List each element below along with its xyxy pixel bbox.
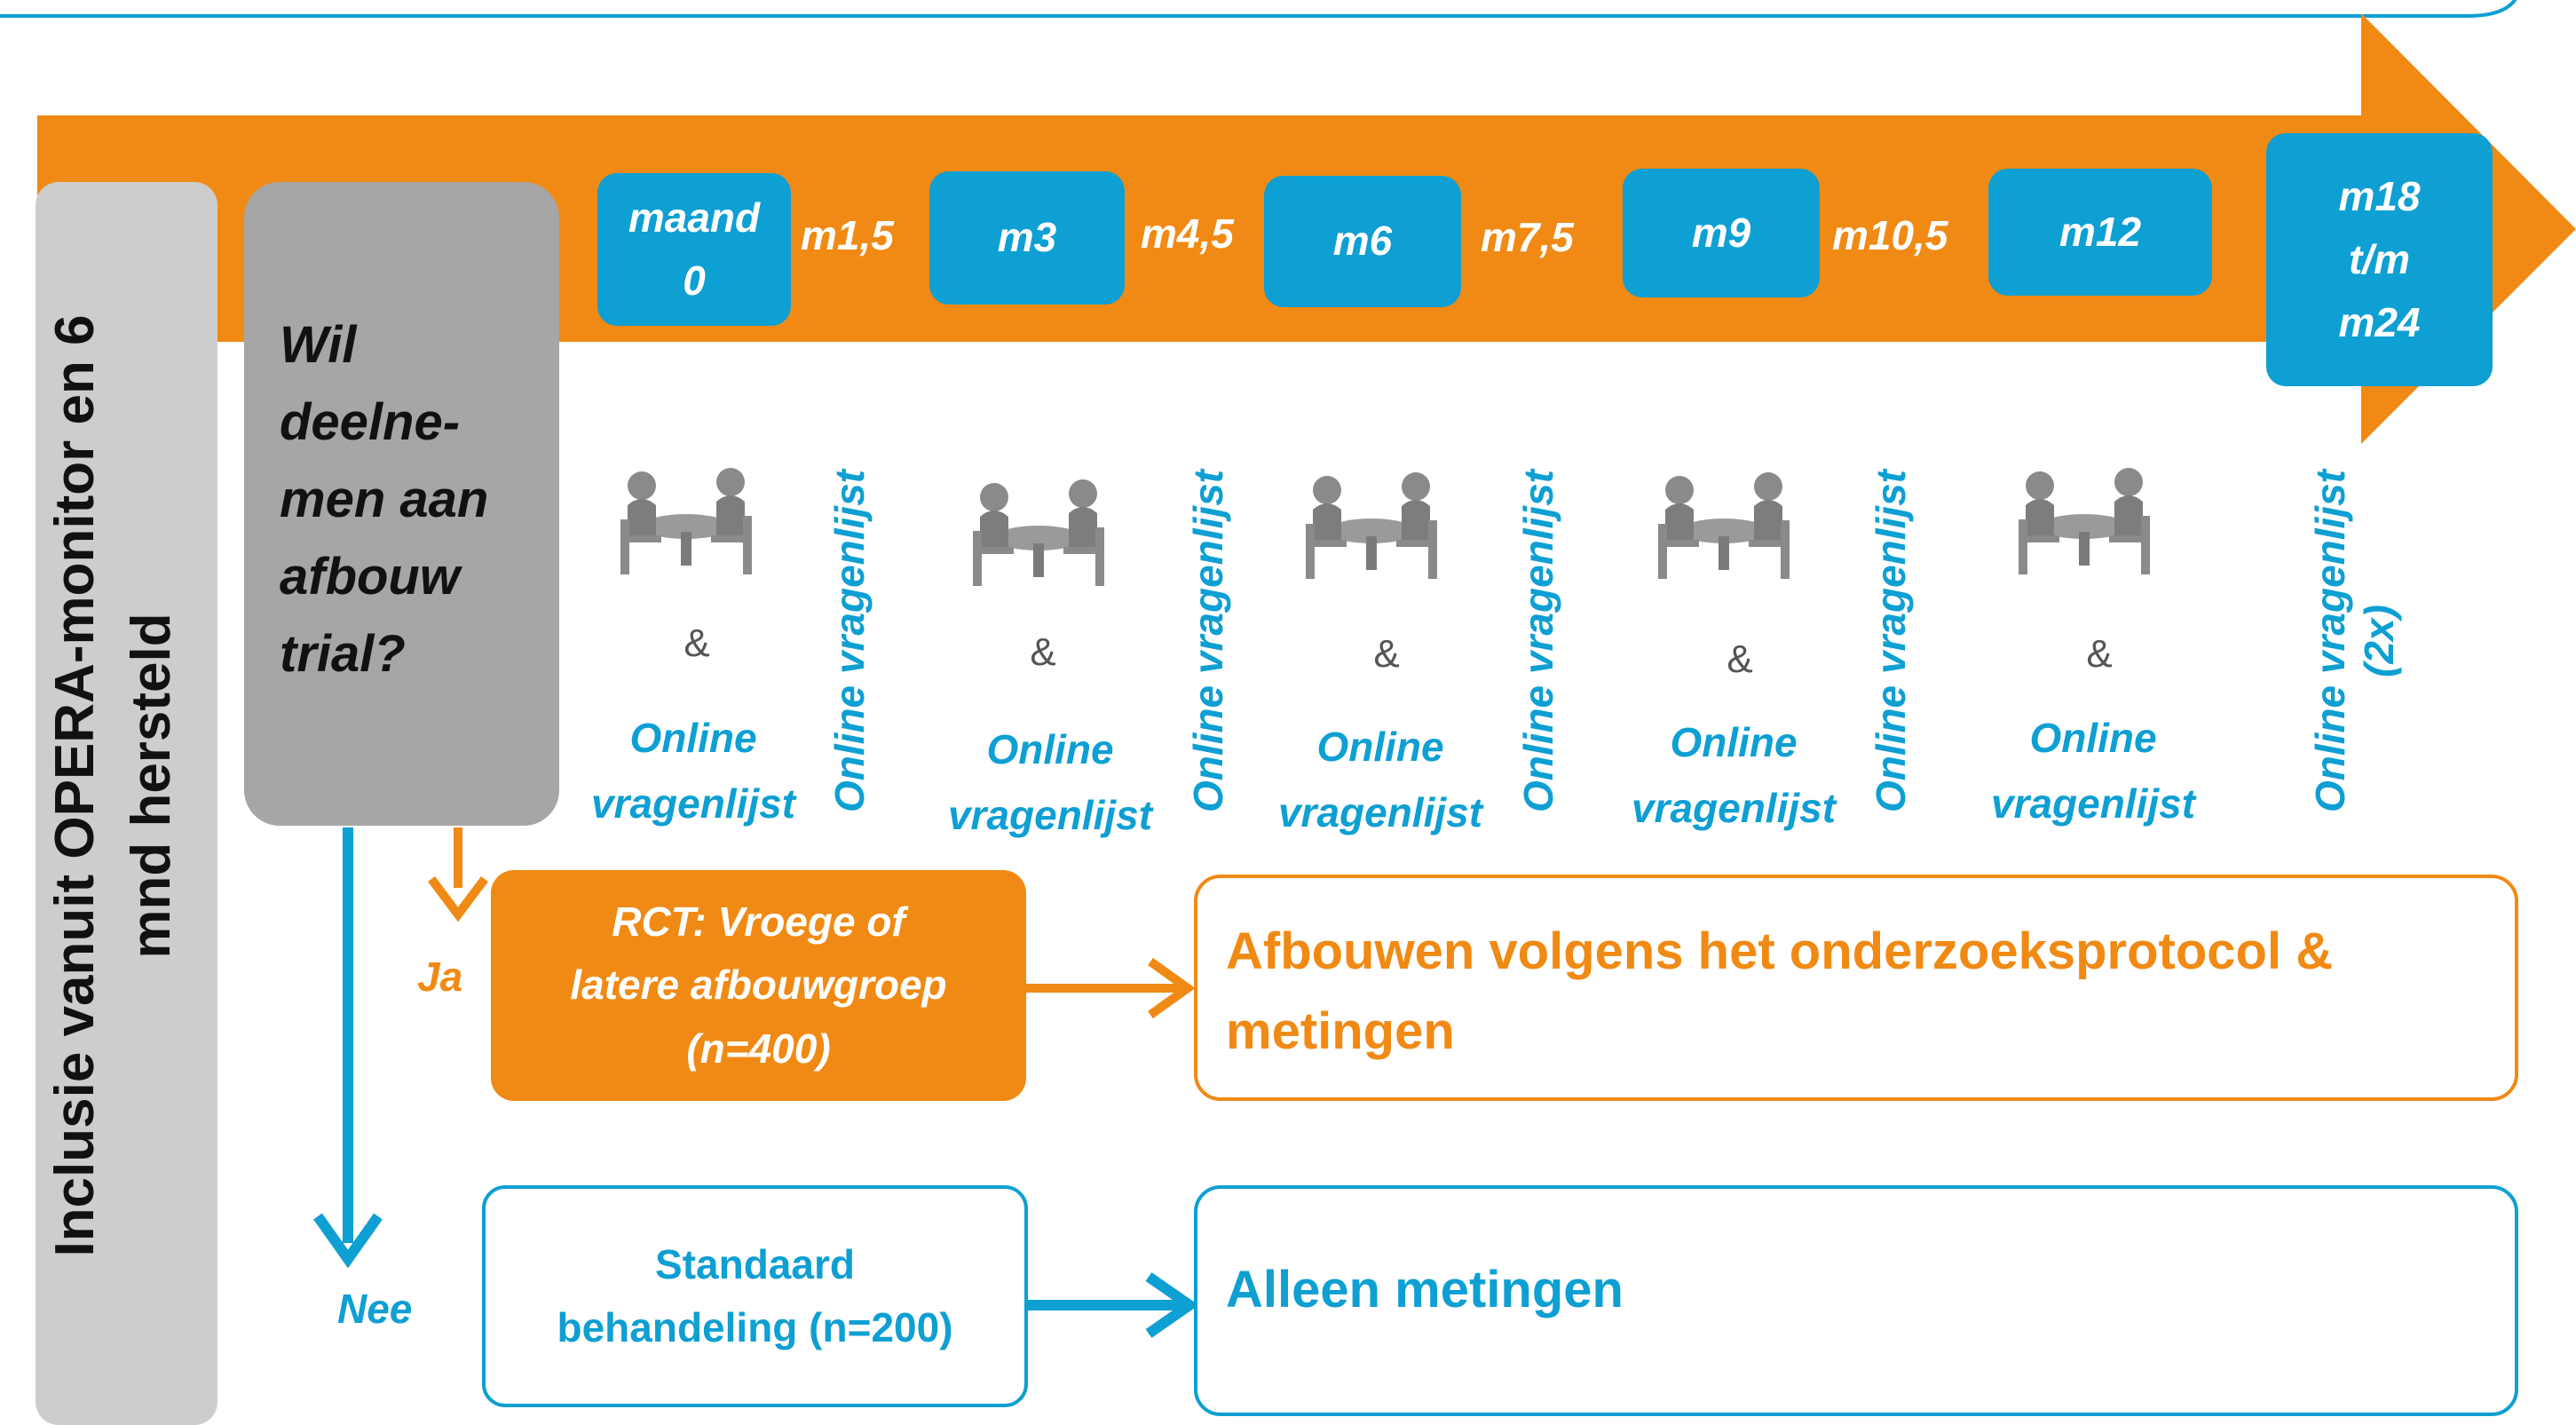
questionnaire-line: vragenlijst (947, 791, 1153, 838)
standard-line: Standaard (655, 1240, 855, 1287)
question-line: Wil (280, 316, 357, 374)
rct-line: latere afbouwgroep (570, 962, 947, 1009)
questionnaire-vertical-label: Online vragenlijst (1868, 470, 1914, 812)
half-month-label: m4,5 (1141, 210, 1234, 257)
month-label: m3 (997, 214, 1057, 261)
month-label: m24 (2338, 299, 2421, 346)
ja-arrow-head (428, 876, 488, 922)
result-standard-box: Alleen metingen (1194, 1185, 2518, 1416)
questionnaire-vertical-label: Online vragenlijst (1185, 470, 1231, 812)
result-standard-text: Alleen metingen (1226, 1261, 1624, 1318)
questionnaire-label: Online vragenlijst (575, 706, 811, 836)
top-box-outline (0, 0, 2517, 19)
question-box (244, 182, 559, 826)
question-line: trial? (280, 625, 406, 683)
month-label: m9 (1691, 209, 1751, 256)
questionnaire-label: Online vragenlijst (932, 717, 1168, 848)
questionnaire-line: Online (2029, 715, 2157, 761)
questionnaire-line: vragenlijst (1277, 788, 1483, 835)
question-line: deelne- (280, 393, 461, 451)
questionnaire-label: Online vragenlijst (1975, 706, 2211, 836)
month-box-18-24: m18 t/m m24 (2266, 133, 2493, 386)
rct-line: RCT: Vroege of (612, 899, 905, 946)
questionnaire-label: Online vragenlijst (1616, 710, 1852, 841)
interview-meeting-icon (973, 479, 1104, 586)
result-rct-text: Afbouwen volgens het onderzoeksprotocol … (1226, 922, 2334, 1060)
interview-meeting-icon (620, 468, 752, 574)
rct-to-result-arrow-head (1148, 957, 1196, 1019)
inclusion-box (36, 182, 217, 1425)
month-box-9: m9 (1623, 169, 1820, 297)
ampersand: & (1373, 632, 1400, 676)
month-label: 0 (683, 257, 706, 304)
nee-arrow-head (313, 1213, 383, 1269)
inclusion-label-line1: Inclusie vanuit OPERA-monitor en 6 (44, 314, 106, 1257)
inclusion-label: Inclusie vanuit OPERA-monitor en 6 mnd h… (37, 200, 189, 1372)
result-rct-box: Afbouwen volgens het onderzoeksprotocol … (1194, 875, 2518, 1101)
ja-label: Ja (417, 954, 463, 1000)
questionnaire-line: vragenlijst (590, 780, 796, 827)
interview-meeting-icon (1306, 472, 1437, 579)
ampersand: & (1727, 637, 1753, 681)
questionnaire-line: Online (986, 726, 1114, 772)
questionnaire-vertical-extra: (2x) (2356, 605, 2403, 677)
questionnaire-vertical-label: Online vragenlijst (2x) (2306, 470, 2404, 812)
ampersand: & (1030, 630, 1056, 674)
half-month-label: m10,5 (1832, 212, 1948, 258)
questionnaire-vertical-label: Online vragenlijst (826, 470, 873, 812)
month-box-3: m3 (929, 171, 1125, 305)
questionnaire-line: Online (1316, 724, 1444, 770)
ampersand: & (2086, 632, 2113, 676)
std-to-result-arrow-head (1145, 1272, 1199, 1338)
questionnaire-vertical-label: Online vragenlijst (1515, 470, 1561, 812)
questionnaire-vertical-line: Online vragenlijst (2307, 470, 2353, 812)
question-line: men aan (280, 471, 489, 528)
inclusion-label-line2: mnd hersteld (120, 613, 182, 959)
questionnaire-line: vragenlijst (1990, 780, 2196, 827)
month-box-12: m12 (1988, 169, 2212, 296)
interview-meeting-icon (1658, 472, 1790, 579)
standard-line: behandeling (n=200) (557, 1304, 953, 1350)
month-label: m6 (1332, 218, 1393, 265)
month-label: m18 (2338, 172, 2421, 219)
month-box-6: m6 (1264, 176, 1461, 307)
half-month-label: m7,5 (1481, 214, 1574, 260)
month-box-0: maand 0 (597, 173, 791, 326)
month-label: t/m (2348, 235, 2410, 282)
nee-label: Nee (337, 1286, 413, 1332)
rct-box: RCT: Vroege of latere afbouwgroep (n=400… (491, 870, 1026, 1101)
interview-meeting-icon (2019, 468, 2150, 574)
standard-treatment-box: Standaard behandeling (n=200) (482, 1185, 1028, 1407)
questionnaire-line: Online (1670, 719, 1798, 765)
questionnaire-label: Online vragenlijst (1262, 715, 1498, 845)
ampersand: & (684, 621, 710, 665)
question-line: afbouw (280, 548, 460, 606)
question-text: Wil deelne- men aan afbouw trial? (280, 306, 488, 693)
questionnaire-line: vragenlijst (1631, 784, 1837, 831)
rct-line: (n=400) (686, 1025, 831, 1072)
half-month-label: m1,5 (801, 212, 894, 258)
questionnaire-line: Online (629, 715, 757, 761)
month-label: m12 (2058, 208, 2142, 255)
month-label: maand (628, 194, 761, 241)
